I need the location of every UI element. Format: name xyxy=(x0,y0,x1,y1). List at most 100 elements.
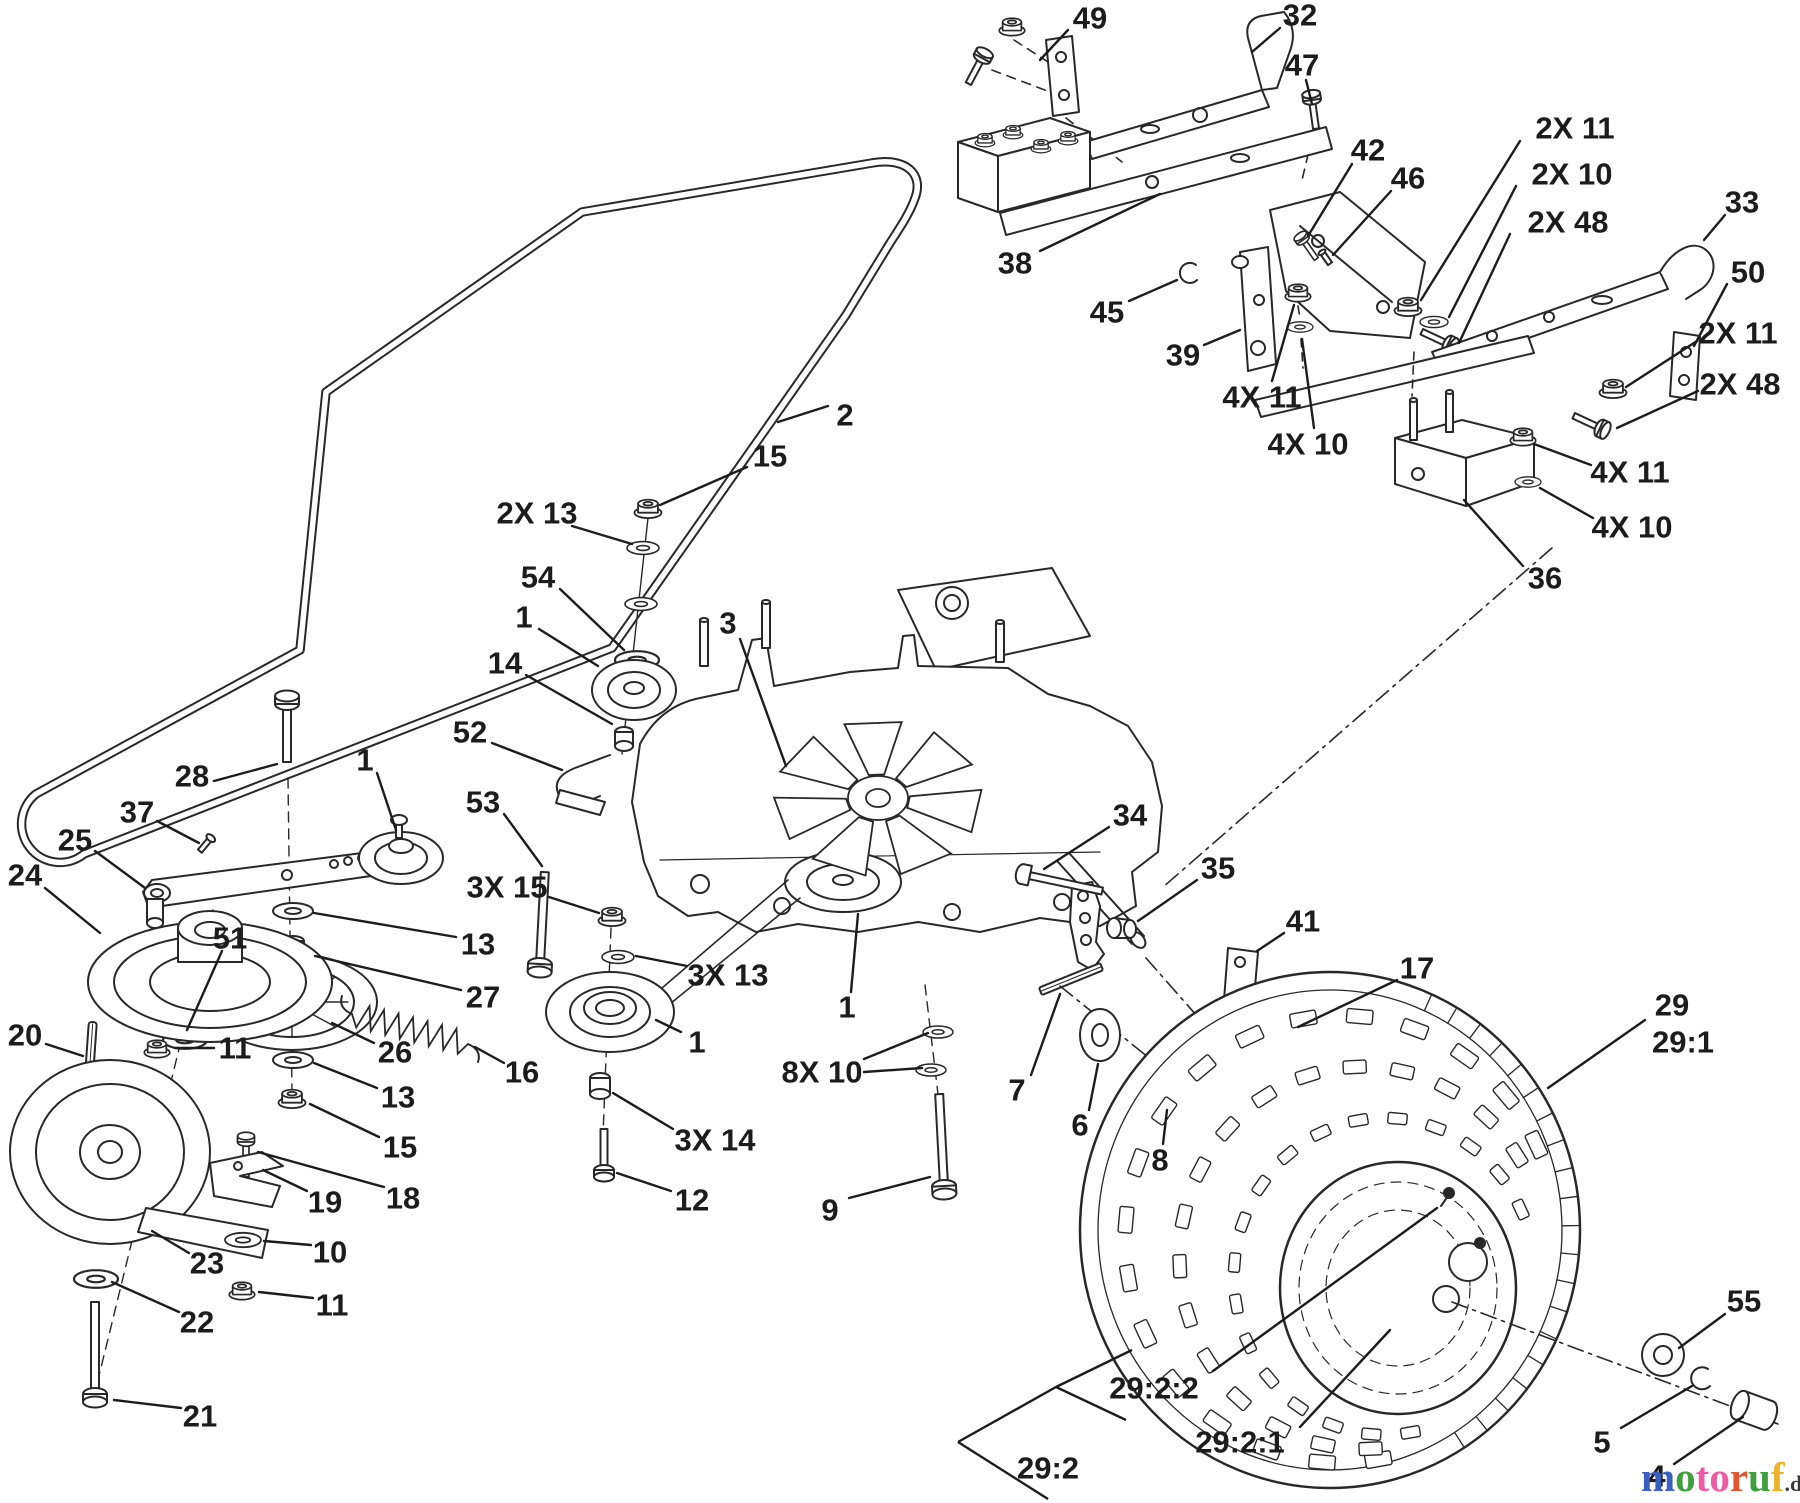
group-bracket-line xyxy=(1055,1385,1127,1422)
part-label-8: 8 xyxy=(1151,1143,1168,1178)
group-bracket-line xyxy=(957,1348,1133,1444)
spacer-14 xyxy=(614,726,634,752)
tread-block xyxy=(1172,1253,1188,1279)
group-brackets xyxy=(957,1348,1133,1501)
leader-line xyxy=(308,1102,381,1139)
part-label-1: 1 xyxy=(515,600,532,635)
washer-22 xyxy=(72,1269,120,1289)
watermark-text: motoruf.de xyxy=(1641,1454,1800,1500)
tread-block xyxy=(1489,1163,1510,1186)
tread-block xyxy=(1251,1174,1272,1197)
leader-line xyxy=(1042,825,1111,871)
tread-block xyxy=(1399,1424,1422,1440)
part-label-49: 49 xyxy=(1073,1,1107,36)
tread-block xyxy=(1151,1096,1178,1126)
rim-29-2 xyxy=(1278,1160,1518,1416)
tread-block xyxy=(1389,1062,1416,1081)
tread-block xyxy=(1226,1386,1252,1412)
leader-line xyxy=(262,1239,313,1247)
washer-2x10 xyxy=(1419,315,1449,329)
leader-line xyxy=(1331,189,1393,257)
leader-line xyxy=(256,1150,386,1189)
part-label-2X-48: 2X 48 xyxy=(1699,367,1780,402)
leader-line xyxy=(1087,1062,1100,1112)
spacer-3x14 xyxy=(589,1072,611,1100)
leader-line xyxy=(776,404,830,424)
tread-block xyxy=(1433,1077,1461,1100)
bolt-12 xyxy=(593,1128,615,1183)
hub-bore xyxy=(1448,1242,1488,1282)
leader-line xyxy=(375,771,398,832)
leader-line xyxy=(490,741,564,772)
bar-33-hook xyxy=(1659,244,1715,300)
leader-line xyxy=(1298,1328,1392,1429)
part-label-52: 52 xyxy=(453,715,487,750)
part-label-29-2: 29:2 xyxy=(1017,1451,1079,1486)
rear-bracket-group xyxy=(957,11,1715,889)
leader-line xyxy=(1546,1018,1647,1090)
tread-block xyxy=(1424,1119,1447,1137)
spring-16-hook-b xyxy=(467,1043,480,1063)
leader-lines xyxy=(43,26,1745,1466)
leader-line xyxy=(312,1061,379,1090)
tread-block xyxy=(1294,1065,1321,1086)
nut-2x11 xyxy=(1393,296,1423,318)
leader-line xyxy=(1296,978,1399,1029)
bolt-28 xyxy=(274,689,300,763)
leader-line xyxy=(257,1290,315,1300)
leader-line xyxy=(1300,337,1316,430)
part-label-11: 11 xyxy=(219,1031,252,1066)
nut-4x11b xyxy=(1509,427,1537,447)
tread-block xyxy=(1450,1042,1480,1070)
part-label-25: 25 xyxy=(58,823,92,858)
tread-block xyxy=(1360,1427,1382,1442)
part-label-16: 16 xyxy=(505,1055,539,1090)
part-label-55: 55 xyxy=(1727,1284,1761,1319)
part-label-29-2-1: 29:2:1 xyxy=(1195,1425,1285,1460)
nut-4x11a xyxy=(1284,283,1312,303)
idler-pulley-mid xyxy=(545,971,675,1053)
leader-line xyxy=(1677,1312,1727,1350)
part-label-1: 1 xyxy=(356,743,373,778)
tread-block xyxy=(1258,1367,1280,1389)
part-label-23: 23 xyxy=(190,1246,224,1281)
clip-45 xyxy=(1178,261,1198,284)
leader-line xyxy=(1538,486,1595,520)
clip-5 xyxy=(1690,1366,1711,1391)
washer-10 xyxy=(224,1231,262,1249)
tread-block xyxy=(1127,1148,1150,1178)
part-label-39: 39 xyxy=(1166,338,1200,373)
tread-block xyxy=(1310,1435,1336,1454)
part-label-51: 51 xyxy=(213,921,247,956)
part-label-2: 2 xyxy=(836,398,853,433)
nut-3x15 xyxy=(597,906,627,927)
part-label-6: 6 xyxy=(1071,1108,1088,1143)
tread-block xyxy=(1202,1409,1232,1436)
leader-line xyxy=(611,1091,675,1131)
bracket-32-hook xyxy=(1246,11,1294,91)
leader-line xyxy=(1211,1206,1439,1373)
washer-4x10a xyxy=(1286,321,1314,333)
leader-line xyxy=(313,954,463,992)
part-label-3X-14: 3X 14 xyxy=(674,1123,756,1158)
part-label-28: 28 xyxy=(175,759,209,794)
valve-stem-29-2-2 xyxy=(1440,1187,1455,1207)
tread-block xyxy=(1288,1009,1318,1029)
part-label-2X-11: 2X 11 xyxy=(1698,316,1777,351)
part-label-47: 47 xyxy=(1285,48,1319,83)
part-label-1: 1 xyxy=(838,990,855,1025)
leader-line xyxy=(862,1031,930,1061)
spacer-35 xyxy=(1106,917,1137,939)
leader-line xyxy=(1029,992,1062,1077)
part-label-50: 50 xyxy=(1731,255,1765,290)
leader-line xyxy=(1255,931,1286,953)
tread-block xyxy=(1511,1198,1530,1221)
leader-line xyxy=(1038,28,1070,62)
tread-block xyxy=(1322,1416,1344,1434)
nut-2x11b xyxy=(1598,378,1628,400)
idler-pulley-left xyxy=(358,814,444,885)
part-label-36: 36 xyxy=(1528,561,1562,596)
tread-block xyxy=(1459,1136,1482,1157)
leader-line xyxy=(1202,328,1242,347)
leader-line xyxy=(330,1021,376,1045)
